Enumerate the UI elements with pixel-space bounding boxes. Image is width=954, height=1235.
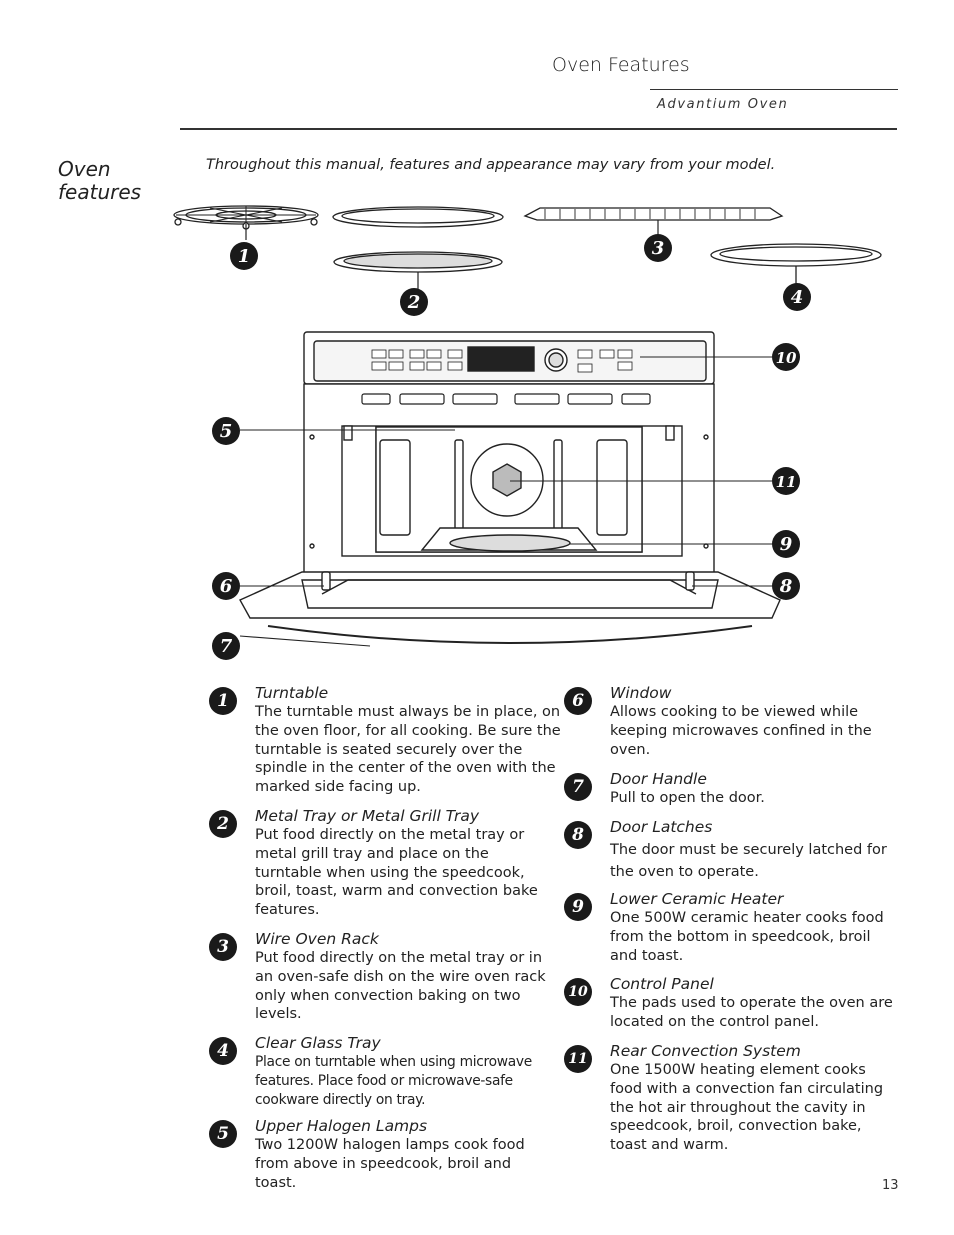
- feature-number: 3: [209, 933, 237, 961]
- callout-5-badge: [212, 417, 240, 445]
- feature-title: Window: [610, 684, 672, 702]
- callout-6-badge: [212, 572, 240, 600]
- glass-tray-illustration: [710, 243, 882, 284]
- callout-3-badge: [644, 234, 672, 262]
- feature-description: The pads used to operate the oven are lo…: [610, 995, 893, 1030]
- oven-body-illustration: [303, 331, 715, 585]
- callout-8-badge: [772, 572, 800, 600]
- callout-8: 8: [779, 576, 793, 597]
- feature-title: Lower Ceramic Heater: [610, 890, 784, 908]
- feature-title: Control Panel: [610, 975, 714, 993]
- section-divider: [180, 128, 897, 130]
- feature-number: 6: [564, 687, 592, 715]
- feature-item: 4 Clear Glass Tray Place on turntable wh…: [209, 1033, 550, 1109]
- feature-title: Turntable: [255, 684, 329, 702]
- feature-description: Put food directly on the metal tray or m…: [255, 827, 538, 919]
- section-title-line2: features: [58, 180, 142, 204]
- intro-text: Throughout this manual, features and app…: [206, 157, 776, 173]
- feature-item: 3 Wire Oven Rack Put food directly on th…: [209, 929, 550, 1024]
- feature-item: 11 Rear Convection System One 1500W heat…: [564, 1041, 895, 1155]
- callout-5: 5: [220, 421, 233, 442]
- feature-title: Door Handle: [610, 770, 707, 788]
- feature-description: The door must be securely latched for th…: [610, 842, 887, 880]
- feature-description: One 1500W heating element cooks food wit…: [610, 1062, 884, 1154]
- feature-item: 10 Control Panel The pads used to operat…: [564, 974, 900, 1032]
- callout-9: 9: [780, 534, 793, 555]
- page-number: 13: [882, 1178, 899, 1193]
- callout-9-badge: [772, 530, 800, 558]
- feature-title: Clear Glass Tray: [255, 1034, 381, 1052]
- header-title: Oven Features: [552, 54, 690, 76]
- metal-tray-illustration: [332, 206, 504, 273]
- callout-4: 4: [791, 287, 804, 308]
- section-title: Oven features: [58, 158, 141, 204]
- feature-description: Put food directly on the metal tray or i…: [255, 950, 546, 1023]
- feature-description: Allows cooking to be viewed while keepin…: [610, 704, 872, 758]
- feature-description: Two 1200W halogen lamps cook food from a…: [255, 1137, 525, 1191]
- callout-7: 7: [220, 636, 233, 657]
- feature-item: 1 Turntable The turntable must always be…: [209, 683, 565, 797]
- feature-item: 6 Window Allows cooking to be viewed whi…: [564, 683, 890, 759]
- turntable-illustration: [173, 205, 319, 230]
- callout-11: 11: [776, 473, 797, 491]
- feature-number: 5: [209, 1120, 237, 1148]
- header-divider: [650, 89, 898, 90]
- callout-2: 2: [407, 292, 421, 313]
- callout-4-badge: [783, 283, 811, 311]
- feature-title: Metal Tray or Metal Grill Tray: [255, 807, 479, 825]
- feature-title: Wire Oven Rack: [255, 930, 379, 948]
- feature-item: 5 Upper Halogen Lamps Two 1200W halogen …: [209, 1116, 555, 1192]
- feature-number: 10: [564, 978, 592, 1006]
- feature-number: 1: [209, 687, 237, 715]
- feature-description: One 500W ceramic heater cooks food from …: [610, 910, 884, 964]
- callout-1: 1: [238, 246, 251, 267]
- feature-item: 8 Door Latches The door must be securely…: [564, 817, 900, 883]
- feature-number: 7: [564, 773, 592, 801]
- callout-11-badge: [772, 467, 800, 495]
- feature-number: 8: [564, 821, 592, 849]
- feature-title: Upper Halogen Lamps: [255, 1117, 428, 1135]
- feature-item: 9 Lower Ceramic Heater One 500W ceramic …: [564, 889, 895, 965]
- callout-lines: [240, 356, 772, 587]
- feature-number: 4: [209, 1037, 237, 1065]
- callout-7-badge: [212, 632, 240, 660]
- callout-3: 3: [652, 238, 665, 259]
- feature-number: 2: [209, 810, 237, 838]
- oven-door-illustration: [239, 571, 781, 644]
- callout-10: 10: [776, 349, 797, 367]
- callout-2-badge: [400, 288, 428, 316]
- callout-1-badge: [230, 242, 258, 270]
- feature-title: Rear Convection System: [610, 1042, 801, 1060]
- feature-description: The turntable must always be in place, o…: [255, 704, 561, 796]
- feature-description: Place on turntable when using microwave …: [255, 1054, 532, 1108]
- feature-title: Door Latches: [610, 818, 713, 836]
- callout-6: 6: [220, 576, 233, 597]
- feature-number: 11: [564, 1045, 592, 1073]
- feature-description: Pull to open the door.: [610, 790, 765, 806]
- wire-rack-illustration: [523, 207, 784, 221]
- feature-number: 9: [564, 893, 592, 921]
- feature-item: 2 Metal Tray or Metal Grill Tray Put foo…: [209, 806, 555, 920]
- feature-item: 7 Door Handle Pull to open the door.: [564, 769, 890, 808]
- callout-10-badge: [772, 343, 800, 371]
- header-subtitle: Advantium Oven: [657, 97, 789, 112]
- section-title-line1: Oven: [58, 157, 111, 181]
- oven-diagram: 1 2 3 4 5 6 7 8 9 10 11: [173, 205, 882, 660]
